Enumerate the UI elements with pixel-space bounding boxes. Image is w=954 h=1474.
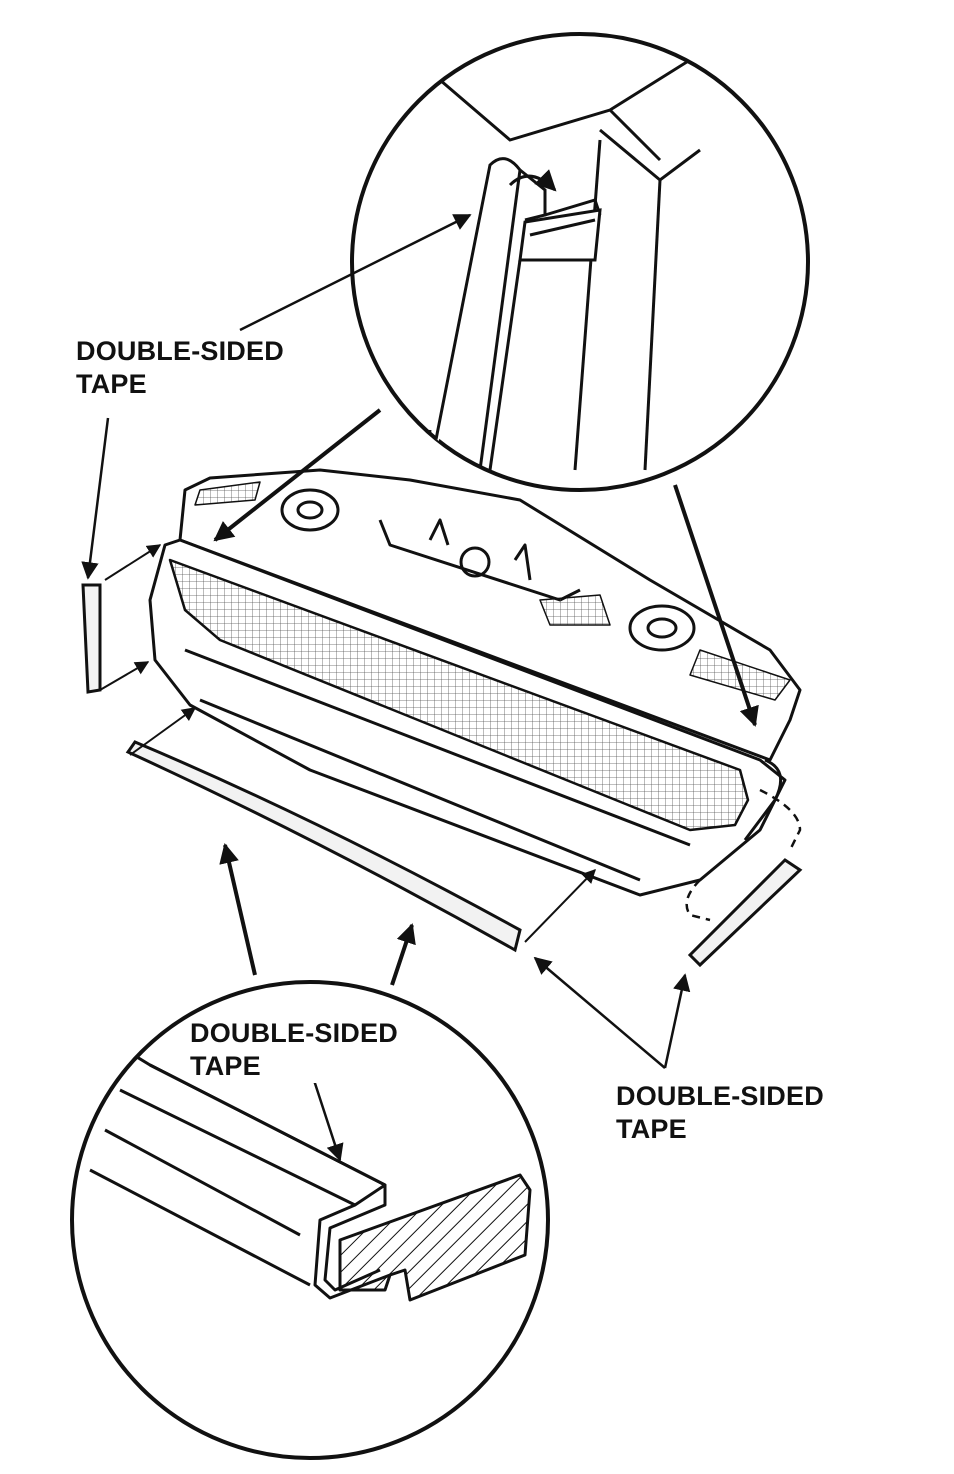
bottom-right-label-leaders <box>533 956 691 1069</box>
label-top-left-line1: DOUBLE-SIDED <box>76 336 284 366</box>
tape-strip-bottom <box>125 740 522 953</box>
top-detail-circle <box>350 32 810 492</box>
label-bottom-right: DOUBLE-SIDED TAPE <box>616 1080 824 1146</box>
label-bottom-circle: DOUBLE-SIDED TAPE <box>190 1017 398 1083</box>
tape-strip-left <box>81 583 102 694</box>
left-strip-leader <box>81 417 110 580</box>
brake-light-assembly <box>148 468 802 897</box>
label-bottom-right-line1: DOUBLE-SIDED <box>616 1081 824 1111</box>
top-label-leader <box>239 213 472 332</box>
detail-arrows-top <box>213 408 759 727</box>
install-arrows <box>99 544 596 943</box>
label-bottom-circle-line2: TAPE <box>190 1051 261 1081</box>
label-top-left: DOUBLE-SIDED TAPE <box>76 335 284 401</box>
detail-arrows-bottom <box>219 843 416 986</box>
dashed-tape-outline <box>685 788 802 922</box>
tape-strip-right <box>687 858 803 968</box>
label-bottom-circle-line1: DOUBLE-SIDED <box>190 1018 398 1048</box>
label-bottom-right-line2: TAPE <box>616 1114 687 1144</box>
label-top-left-line2: TAPE <box>76 369 147 399</box>
